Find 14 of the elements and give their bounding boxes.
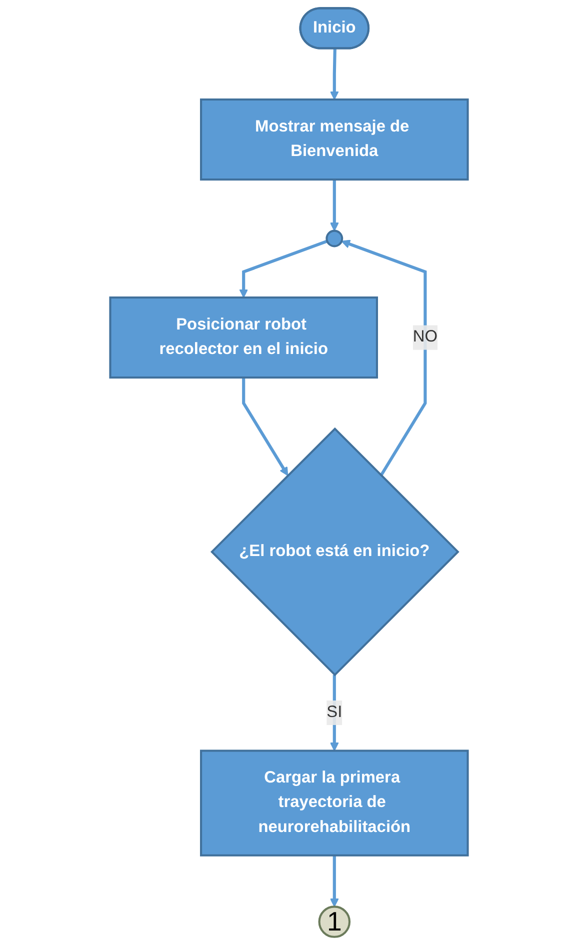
node-circle: 1 (318, 906, 351, 938)
node-diamond: ¿El robot está en inicio? (210, 427, 460, 676)
node-box: Mostrar mensaje de Bienvenida (200, 98, 469, 181)
arrow (341, 240, 427, 476)
node-box: Posicionar robot recolector en el inicio (109, 296, 378, 379)
arrow (242, 378, 288, 476)
edge-label: SI (326, 704, 342, 721)
arrow (239, 240, 328, 298)
node-circle (326, 230, 344, 248)
arrow (330, 48, 339, 100)
edge-label: NO (412, 328, 438, 346)
node-box: Cargar la primera trayectoria de neurorehabilitación (200, 750, 469, 856)
arrow (330, 180, 339, 232)
arrow (330, 855, 339, 908)
